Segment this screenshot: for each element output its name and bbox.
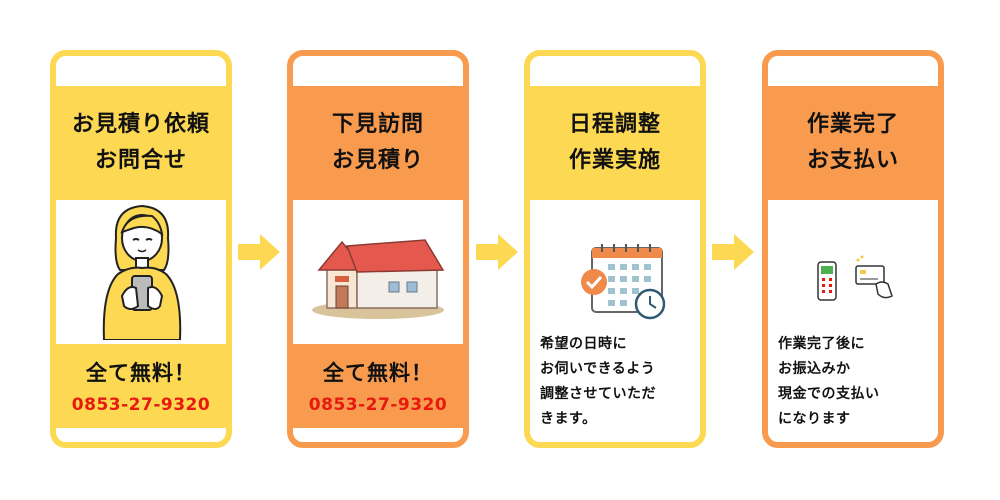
free-label: 全て無料！ — [86, 361, 196, 385]
step-3-title-line1: 日程調整 — [568, 112, 661, 137]
free-label: 全て無料！ — [323, 361, 433, 385]
step-2-header: 下見訪問 お見積り — [293, 86, 463, 200]
step-4-description: 作業完了後に お振込みか 現金での支払い になります — [778, 332, 930, 432]
step-2-title-line2: お見積り — [331, 148, 424, 173]
description-line: 現金での支払い — [778, 386, 880, 402]
step-2-footer: 全て無料！ 0853-27-9320 — [293, 344, 463, 428]
step-3-illustration — [530, 200, 700, 340]
phone-number[interactable]: 0853-27-9320 — [71, 395, 211, 415]
step-1-title-line1: お見積り依頼 — [71, 112, 210, 137]
description-line: お伺いできるよう — [540, 361, 656, 377]
right-arrow-icon — [712, 234, 754, 270]
step-4-title-line1: 作業完了 — [806, 112, 899, 137]
house-icon — [312, 239, 445, 319]
description-line: になります — [778, 411, 851, 427]
step-1-title-line2: お問合せ — [94, 148, 187, 173]
step-4-header: 作業完了 お支払い — [768, 86, 938, 200]
step-4-title-line2: お支払い — [806, 148, 899, 173]
woman-with-smartphone-icon — [102, 204, 182, 340]
step-4-illustration — [768, 200, 938, 340]
step-1-illustration — [56, 200, 226, 340]
description-line: 希望の日時に — [540, 336, 627, 352]
phone-number[interactable]: 0853-27-9320 — [308, 395, 448, 415]
right-arrow-icon — [476, 234, 518, 270]
description-line: きます。 — [540, 411, 597, 427]
step-card-2: 下見訪問 お見積り 全て無料！ 0853-27-9320 — [287, 50, 469, 448]
step-3-header: 日程調整 作業実施 — [530, 86, 700, 200]
step-2-title-line1: 下見訪問 — [331, 112, 424, 137]
payment-terminal-card-icon — [817, 255, 893, 301]
calendar-clock-icon — [581, 244, 666, 320]
step-2-illustration — [293, 200, 463, 340]
step-card-4: 作業完了 お支払い 作業完了後に お振込みか 現金での支払い — [762, 50, 944, 448]
step-1-footer: 全て無料！ 0853-27-9320 — [56, 344, 226, 428]
step-card-3: 日程調整 作業実施 — [524, 50, 706, 448]
right-arrow-icon — [238, 234, 280, 270]
description-line: 調整させていただ — [540, 386, 656, 402]
description-line: 作業完了後に — [778, 336, 865, 352]
step-card-1: お見積り依頼 お問合せ 全て無料！ 0853-27-9320 — [50, 50, 232, 448]
step-3-description: 希望の日時に お伺いできるよう 調整させていただ きます。 — [540, 332, 692, 432]
step-1-header: お見積り依頼 お問合せ — [56, 86, 226, 200]
description-line: お振込みか — [778, 361, 851, 377]
step-3-title-line2: 作業実施 — [568, 148, 661, 173]
